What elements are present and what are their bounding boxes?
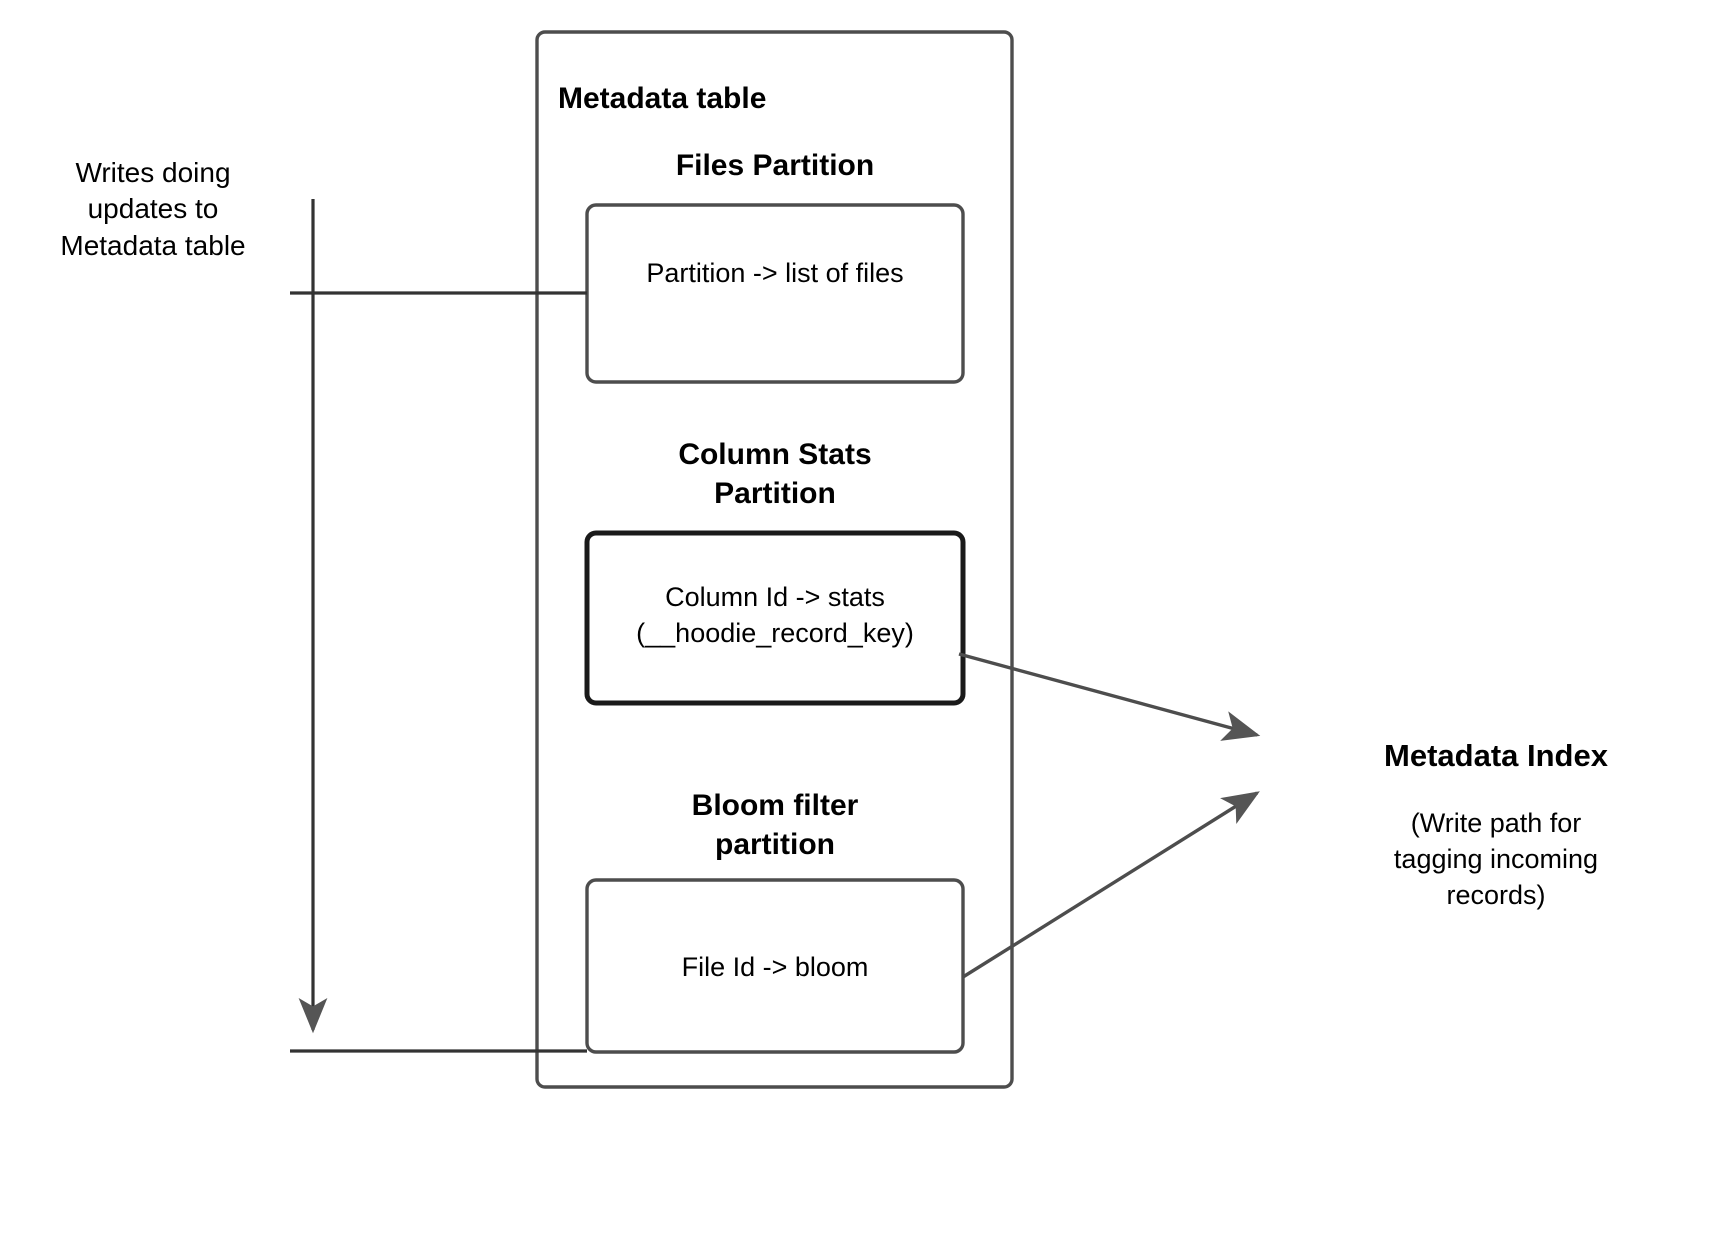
metadata-index-label: Metadata Index (1384, 738, 1608, 773)
metadata-table-label: Metadata table (558, 82, 767, 115)
metadata-index-caption: (Write path for tagging incoming records… (1393, 808, 1599, 910)
column-stats-partition-box-text: Column Id -> stats (__hoodie_record_key) (636, 582, 914, 648)
colstats-to-index-arrow (958, 652, 1261, 741)
bloom-to-index-arrow (962, 791, 1260, 979)
writes-source-label: Writes doing updates to Metadata table (60, 157, 246, 261)
files-partition-heading: Files Partition (675, 149, 875, 182)
column-stats-partition-heading: Column Stats Partition (678, 438, 872, 510)
files-partition-box (585, 203, 965, 384)
metadata-table-container (535, 30, 1014, 1089)
bloom-filter-partition-box-text: File Id -> bloom (681, 952, 869, 982)
files-partition-box-text: Partition -> list of files (646, 258, 904, 288)
bloom-filter-partition-heading: Bloom filter partition (691, 789, 859, 861)
